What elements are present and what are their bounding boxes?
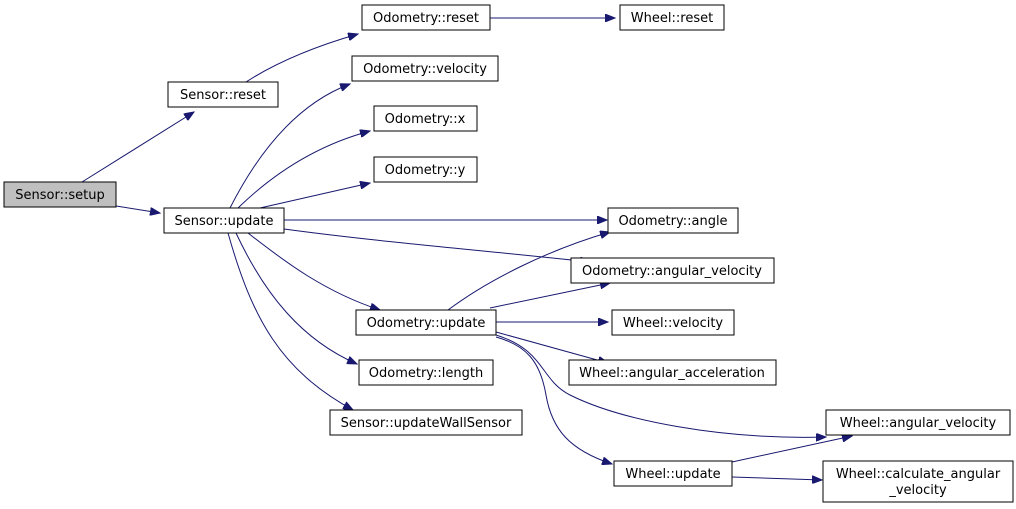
node-sensor-reset[interactable]: Sensor::reset	[167, 81, 279, 108]
node-label: Odometry::y	[385, 163, 466, 178]
node-wheel-angular-velocity[interactable]: Wheel::angular_velocity	[825, 409, 1011, 436]
edge-sensor-update-to-odometry-angular-velocity	[283, 228, 590, 262]
edge-sensor-setup-to-sensor-update	[115, 205, 160, 213]
node-sensor-update-wall-sensor[interactable]: Sensor::updateWallSensor	[329, 409, 523, 436]
edge-sensor-setup-to-sensor-reset	[81, 112, 194, 183]
node-label: Wheel::velocity	[623, 316, 724, 331]
node-sensor-setup[interactable]: Sensor::setup	[3, 181, 117, 208]
edge-sensor-update-to-odometry-velocity	[229, 84, 350, 209]
node-odometry-velocity[interactable]: Odometry::velocity	[351, 55, 499, 82]
edge-sensor-reset-to-odometry-reset	[245, 34, 358, 83]
edge-odometry-update-to-wheel-update	[495, 336, 612, 464]
edge-sensor-update-to-odometry-length	[235, 232, 357, 364]
node-label: Odometry::x	[385, 112, 466, 127]
edge-sensor-update-to-odometry-y	[259, 183, 370, 209]
node-label-line-2: _velocity	[888, 483, 947, 498]
node-label: Wheel::angular_acceleration	[579, 366, 765, 381]
node-label: Wheel::update	[625, 467, 720, 482]
node-wheel-update[interactable]: Wheel::update	[613, 460, 733, 487]
node-label: Odometry::angle	[618, 214, 727, 229]
edge-odometry-update-to-wheel-angular-acceleration	[495, 331, 608, 363]
edge-wheel-update-to-wheel-calculate-angular-velocity	[731, 477, 822, 480]
node-label: Sensor::update	[175, 214, 274, 229]
nodes: Sensor::setup Sensor::reset Sensor::upda…	[3, 4, 1014, 503]
node-label: Wheel::angular_velocity	[840, 416, 997, 431]
edge-odometry-update-to-odometry-angular-velocity	[489, 283, 610, 309]
node-odometry-angular-velocity[interactable]: Odometry::angular_velocity	[570, 257, 775, 284]
node-odometry-reset[interactable]: Odometry::reset	[361, 4, 491, 31]
node-sensor-update[interactable]: Sensor::update	[163, 207, 285, 234]
edge-sensor-update-to-odometry-update	[247, 232, 380, 310]
node-odometry-angle[interactable]: Odometry::angle	[607, 207, 739, 234]
node-odometry-length[interactable]: Odometry::length	[358, 359, 494, 386]
node-label: Sensor::setup	[15, 188, 104, 203]
node-wheel-calculate-angular-velocity[interactable]: Wheel::calculate_angular _velocity	[822, 460, 1014, 503]
node-wheel-reset[interactable]: Wheel::reset	[619, 4, 725, 31]
edge-sensor-update-to-sensor-update-wall-sensor	[227, 232, 353, 410]
edge-odometry-update-to-odometry-angle	[447, 232, 610, 311]
node-odometry-x[interactable]: Odometry::x	[373, 105, 478, 132]
node-odometry-update[interactable]: Odometry::update	[355, 309, 497, 336]
edge-wheel-update-to-wheel-angular-velocity	[731, 436, 852, 463]
node-label: Odometry::reset	[373, 11, 479, 26]
node-label: Sensor::updateWallSensor	[341, 416, 512, 431]
node-odometry-y[interactable]: Odometry::y	[373, 156, 478, 183]
edge-sensor-update-to-odometry-x	[237, 131, 370, 209]
node-label: Odometry::velocity	[363, 62, 487, 77]
node-label: Sensor::reset	[180, 88, 266, 103]
node-label: Odometry::update	[367, 316, 486, 331]
node-label-line-1: Wheel::calculate_angular	[836, 467, 1001, 482]
edge-odometry-update-to-wheel-angular-velocity	[495, 334, 826, 437]
node-wheel-angular-acceleration[interactable]: Wheel::angular_acceleration	[568, 359, 777, 386]
node-wheel-velocity[interactable]: Wheel::velocity	[611, 309, 735, 336]
node-label: Odometry::angular_velocity	[582, 264, 762, 279]
edges	[81, 18, 852, 480]
node-label: Odometry::length	[369, 366, 484, 381]
node-label: Wheel::reset	[631, 11, 713, 26]
